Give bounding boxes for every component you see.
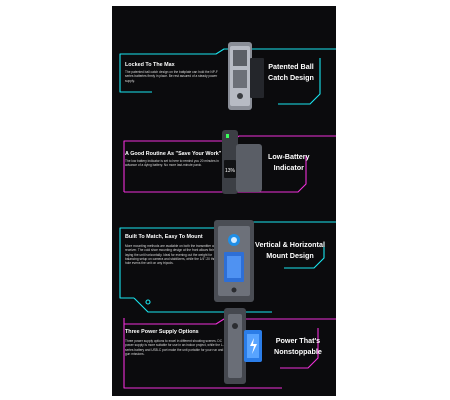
feature-3-label: Vertical & Horizontal Mount Design bbox=[255, 240, 325, 261]
feature-4-line-2: Nonstoppable bbox=[274, 346, 322, 356]
low-battery-device-image: 13% bbox=[222, 130, 262, 194]
feature-4-line-1: Power That's bbox=[275, 336, 321, 345]
power-supply-device-image bbox=[224, 308, 262, 384]
product-poster: Locked To The Max The patented ball catc… bbox=[112, 6, 336, 396]
feature-1-label: Patented Ball Catch Design bbox=[268, 62, 314, 83]
panel-3-description: More mounting methods are available on b… bbox=[125, 244, 224, 266]
feature-3-line-1: Vertical & Horizontal bbox=[255, 240, 325, 249]
feature-1-line-2: Catch Design bbox=[268, 72, 314, 82]
panel-1-title: Locked To The Max bbox=[125, 62, 175, 68]
battplate-device-image bbox=[228, 42, 264, 110]
panel-1-description: The patented ball catch design on the ba… bbox=[125, 70, 218, 83]
mount-device-image bbox=[214, 220, 254, 302]
feature-2-line-2: Indicator bbox=[273, 162, 304, 172]
panel-2-description: The low battery indicator is set to here… bbox=[125, 159, 219, 168]
panel-3-title: Built To Match, Easy To Mount bbox=[125, 234, 203, 240]
feature-2-line-1: Low-Battery bbox=[268, 152, 310, 161]
panel-4-title: Three Power Supply Options bbox=[125, 329, 199, 335]
panel-2-title: A Good Routine As "Save Your Work" bbox=[125, 151, 222, 157]
feature-4-label: Power That's Nonstoppable bbox=[274, 336, 322, 357]
battery-percent-readout: 13% bbox=[225, 168, 236, 174]
panel-4-description: Three power supply options to excel in d… bbox=[125, 339, 224, 356]
feature-2-label: Low-Battery Indicator bbox=[268, 152, 310, 173]
feature-1-line-1: Patented Ball bbox=[268, 62, 314, 71]
feature-3-line-2: Mount Design bbox=[266, 250, 314, 260]
